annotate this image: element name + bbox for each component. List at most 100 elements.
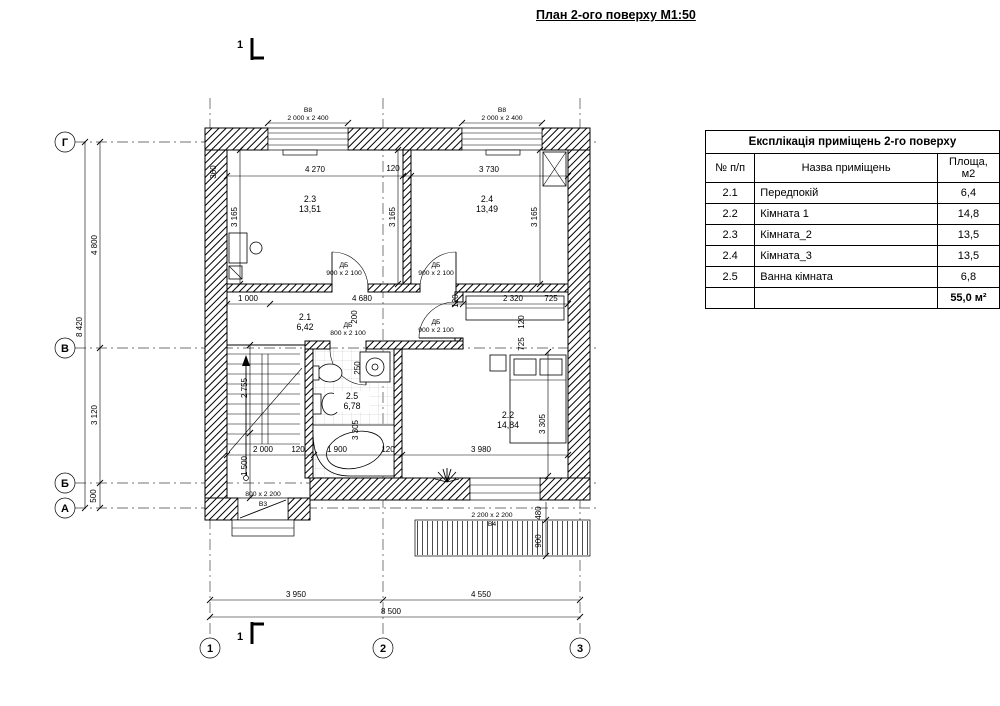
radiator-right: [485, 149, 521, 156]
room-num-cell: 2.1: [704, 182, 756, 204]
dim-label: 3 120: [90, 404, 99, 425]
axis-label-1: 1: [207, 643, 213, 655]
dimension-lines: [81, 119, 584, 621]
room-labels: 2.3 13,51 2.4 13,49 2.1 6,42 2.5 6,78 2.…: [296, 194, 519, 430]
table-row: 2.2 Кімната 1 14,8: [704, 203, 1000, 225]
empty-cell: [704, 287, 756, 309]
dim-label: 2 000: [253, 445, 274, 454]
dim-label: 900: [534, 534, 543, 548]
nightstand: [489, 354, 507, 372]
dim-label: 250: [353, 361, 362, 375]
dim-label: 3 980: [471, 445, 492, 454]
dim-label: 4 270: [305, 165, 326, 174]
dim-label: 4 550: [471, 590, 492, 599]
stairs: [227, 344, 305, 481]
dim-label: 360: [209, 165, 218, 179]
dim-label: 3 165: [230, 206, 239, 227]
door-size: 900 x 2 100: [418, 327, 454, 334]
window-top-left: [267, 127, 349, 151]
dim-label: 3 950: [286, 590, 307, 599]
empty-cell: [754, 287, 938, 309]
axis-label-b: Б: [61, 478, 69, 490]
dim-label: 2 755: [240, 377, 249, 398]
axis-label-2: 2: [380, 643, 386, 655]
door-mark: ДБ: [431, 262, 441, 269]
section-label-bottom: 1: [237, 631, 243, 643]
window-top-right: [461, 127, 543, 151]
table-row: 2.1 Передпокій 6,4: [704, 182, 1000, 204]
dim-label: 4 680: [352, 294, 373, 303]
room-num-cell: 2.3: [704, 224, 756, 246]
door-room23: [331, 251, 369, 289]
door-size: 800 x 2 200: [245, 491, 281, 498]
dim-label: 120: [517, 315, 526, 329]
window-mark: В8: [498, 107, 507, 114]
bed: [509, 354, 567, 444]
dimension-labels: 4 270 120 3 730 3 165 3 165 3 165 360 1 …: [75, 164, 558, 616]
bathtub: [312, 424, 395, 477]
door-room24: [419, 251, 457, 289]
dim-label: 3 305: [351, 419, 360, 440]
door-mark: ДБ: [339, 262, 349, 269]
axis-label-g: Г: [62, 137, 69, 149]
balcony-door: [469, 477, 541, 501]
bathroom: [312, 349, 395, 478]
door-mark: ДБ: [343, 322, 353, 329]
opening-labels: В8 2 000 x 2 400 В8 2 000 x 2 400 800 x …: [245, 107, 523, 528]
dim-label: 120: [381, 445, 395, 454]
dim-label: 120: [451, 294, 460, 308]
door-size: 900 x 2 100: [418, 270, 454, 277]
dim-label: 3 305: [538, 413, 547, 434]
room-area: 6,78: [343, 401, 360, 411]
window-mark: В8: [304, 107, 313, 114]
sink: [312, 363, 343, 383]
room-area-cell: 6,8: [936, 266, 1000, 288]
column-header-num: № п/п: [704, 153, 756, 183]
room-area: 14,84: [497, 420, 519, 430]
axis-label-v: В: [61, 343, 69, 355]
page-title: План 2-ого поверху М1:50: [536, 8, 696, 22]
room-number: 2.3: [304, 194, 316, 204]
stairs-arrow: [242, 355, 250, 366]
dim-label: 2 320: [503, 294, 524, 303]
wardrobe-alcove: [465, 295, 565, 321]
column-header-name: Назва приміщень: [754, 153, 938, 183]
room-name-cell: Кімната_3: [754, 245, 938, 267]
room-area-cell: 6,4: [936, 182, 1000, 204]
dim-label: 200: [350, 310, 359, 324]
dim-label: 500: [89, 489, 98, 503]
dim-label: 480: [534, 506, 543, 520]
table-header-row: № п/п Назва приміщень Площа, м2: [704, 153, 1000, 183]
room-number: 2.1: [299, 312, 311, 322]
radiator-left: [282, 149, 318, 156]
dim-label: 8 500: [381, 607, 402, 616]
axis-label-a: А: [61, 503, 69, 515]
desk: [228, 232, 263, 264]
dim-label: 3 730: [479, 165, 500, 174]
washing-machine: [359, 351, 391, 383]
plant: [434, 468, 460, 483]
table-row: 2.3 Кімната_2 13,5: [704, 224, 1000, 246]
walls: [204, 127, 591, 521]
balcony: [231, 519, 591, 557]
dim-label: 8 420: [75, 316, 84, 337]
window-symbols: [237, 127, 543, 521]
window-size: 2 000 x 2 400: [481, 115, 522, 122]
door-mark: ДБ: [431, 319, 441, 326]
grid-axis-bubbles: Г В Б А 1 2 3: [54, 131, 591, 659]
table-title-row: Експлікація приміщень 2-го поверху: [705, 130, 1000, 154]
wardrobe-room24: [542, 151, 567, 187]
label-backing: [334, 391, 370, 412]
window-size: 2 200 x 2 200: [471, 512, 512, 519]
room-area-cell: 13,5: [936, 245, 1000, 267]
room-name-cell: Кімната 1: [754, 203, 938, 225]
axis-label-3: 3: [577, 643, 583, 655]
dim-label: 725: [517, 337, 526, 351]
dim-label: 1 900: [327, 445, 348, 454]
door-size: 900 x 2 100: [326, 270, 362, 277]
door-mark: В3: [259, 501, 268, 508]
section-label-top: 1: [237, 39, 243, 51]
room-number: 2.5: [346, 391, 358, 401]
